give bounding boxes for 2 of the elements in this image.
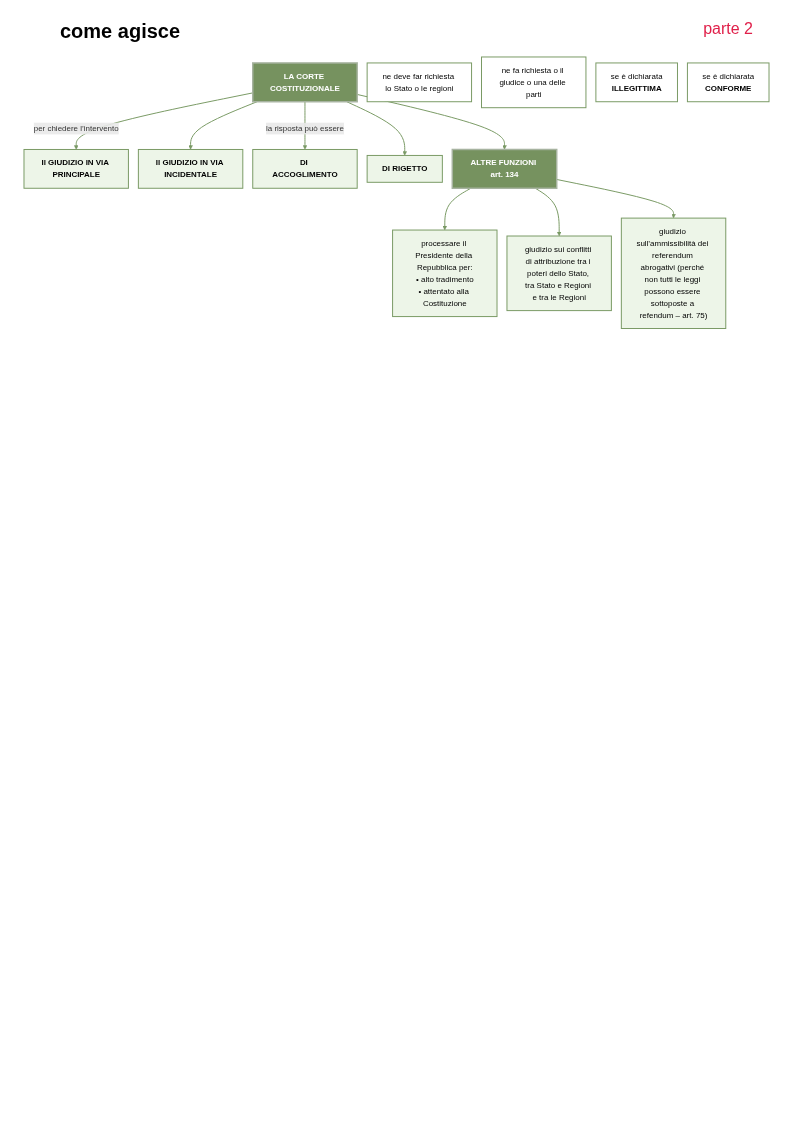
page-label: parte 2 xyxy=(703,20,753,39)
subtitle: come agisce xyxy=(60,20,181,43)
